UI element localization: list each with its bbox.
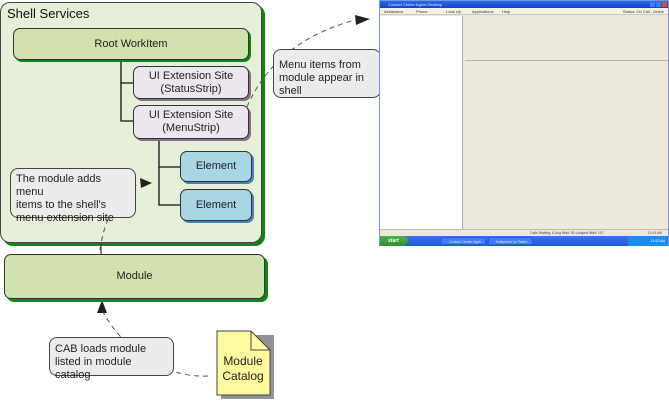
root-workitem: Root WorkItem <box>13 28 249 60</box>
system-tray-clock: 11:03 AM <box>628 236 668 246</box>
element-node: Element <box>180 151 252 182</box>
status-strip: Calls Waiting: 6 Avg Wait: 53 Longest Wa… <box>380 229 668 235</box>
shell-services-title: Shell Services <box>7 6 90 21</box>
tree-connector-menu-elements <box>158 139 180 168</box>
callout-line: listed in module catalog <box>55 356 132 381</box>
tree-connector-root-sites <box>120 60 133 84</box>
ui-extension-site-statusstrip: UI Extension Site (StatusStrip) <box>133 66 249 99</box>
left-pane <box>380 16 463 229</box>
minimize-icon[interactable] <box>650 2 655 7</box>
module-catalog-label: Module Catalog <box>217 354 269 384</box>
taskbar-item[interactable]: Contact Center Agen... <box>441 237 486 245</box>
taskbar-item[interactable]: Softphone for Testin... <box>488 237 533 245</box>
status-time: 11:03 AM <box>647 231 662 235</box>
callout-module-adds-menu: The module adds menu items to the shell'… <box>10 168 136 224</box>
menu-item-help[interactable]: Help <box>502 9 511 14</box>
taskbar: start Contact Center Agen... Softphone f… <box>380 236 668 246</box>
menu-item-assistance[interactable]: Assistance <box>384 9 404 14</box>
callout-line: Menu items from <box>279 59 361 71</box>
callout-line: menu extension site <box>16 212 114 224</box>
status-text: Calls Waiting: 6 Avg Wait: 53 Longest Wa… <box>530 231 604 235</box>
callout-line: CAB loads module <box>55 343 147 355</box>
window-title-bar: Contact Center Agent Desktop <box>380 1 668 8</box>
menu-strip: Assistance Phone Look Up Applications He… <box>380 8 668 15</box>
right-bottom-pane <box>465 62 668 229</box>
module-catalog-document <box>216 330 274 399</box>
ui-extension-site-menustrip: UI Extension Site (MenuStrip) <box>133 105 249 139</box>
callout-line: The module adds menu <box>16 173 101 198</box>
catalog-line: Module <box>223 354 263 368</box>
callout-cab-loads: CAB loads module listed in module catalo… <box>49 337 174 381</box>
maximize-icon[interactable] <box>656 2 661 7</box>
arrowhead-module <box>97 300 107 313</box>
arrowhead-shell <box>355 15 370 25</box>
dashed-arrow-catalog-to-module <box>101 309 209 377</box>
start-button[interactable]: start <box>380 236 408 246</box>
menu-item-applications[interactable]: Applications <box>472 9 494 14</box>
site-sublabel: (StatusStrip) <box>160 82 222 95</box>
callout-line: module appear in shell <box>279 72 365 97</box>
callout-line: items to the shell's <box>16 199 107 211</box>
close-icon[interactable] <box>662 2 667 7</box>
shell-application-screenshot: Contact Center Agent Desktop Assistance … <box>379 0 669 246</box>
menu-item-phone[interactable]: Phone <box>416 9 428 14</box>
menu-item-lookup[interactable]: Look Up <box>446 9 461 14</box>
site-label: UI Extension Site <box>148 109 234 121</box>
site-label: UI Extension Site <box>148 69 234 82</box>
element-node: Element <box>180 189 252 221</box>
window-title: Contact Center Agent Desktop <box>388 2 443 7</box>
site-sublabel: (MenuStrip) <box>162 122 220 134</box>
callout-menu-items-appear: Menu items from module appear in shell <box>273 49 381 98</box>
catalog-line: Catalog <box>222 369 264 383</box>
arrowhead-menu <box>140 178 152 188</box>
module-node: Module <box>4 254 265 299</box>
status-menu[interactable]: Status: On Call - Active <box>622 9 664 14</box>
right-top-pane <box>465 16 668 61</box>
tree-connector-root-menu <box>120 83 133 122</box>
tree-connector-menu-element2 <box>158 167 180 206</box>
